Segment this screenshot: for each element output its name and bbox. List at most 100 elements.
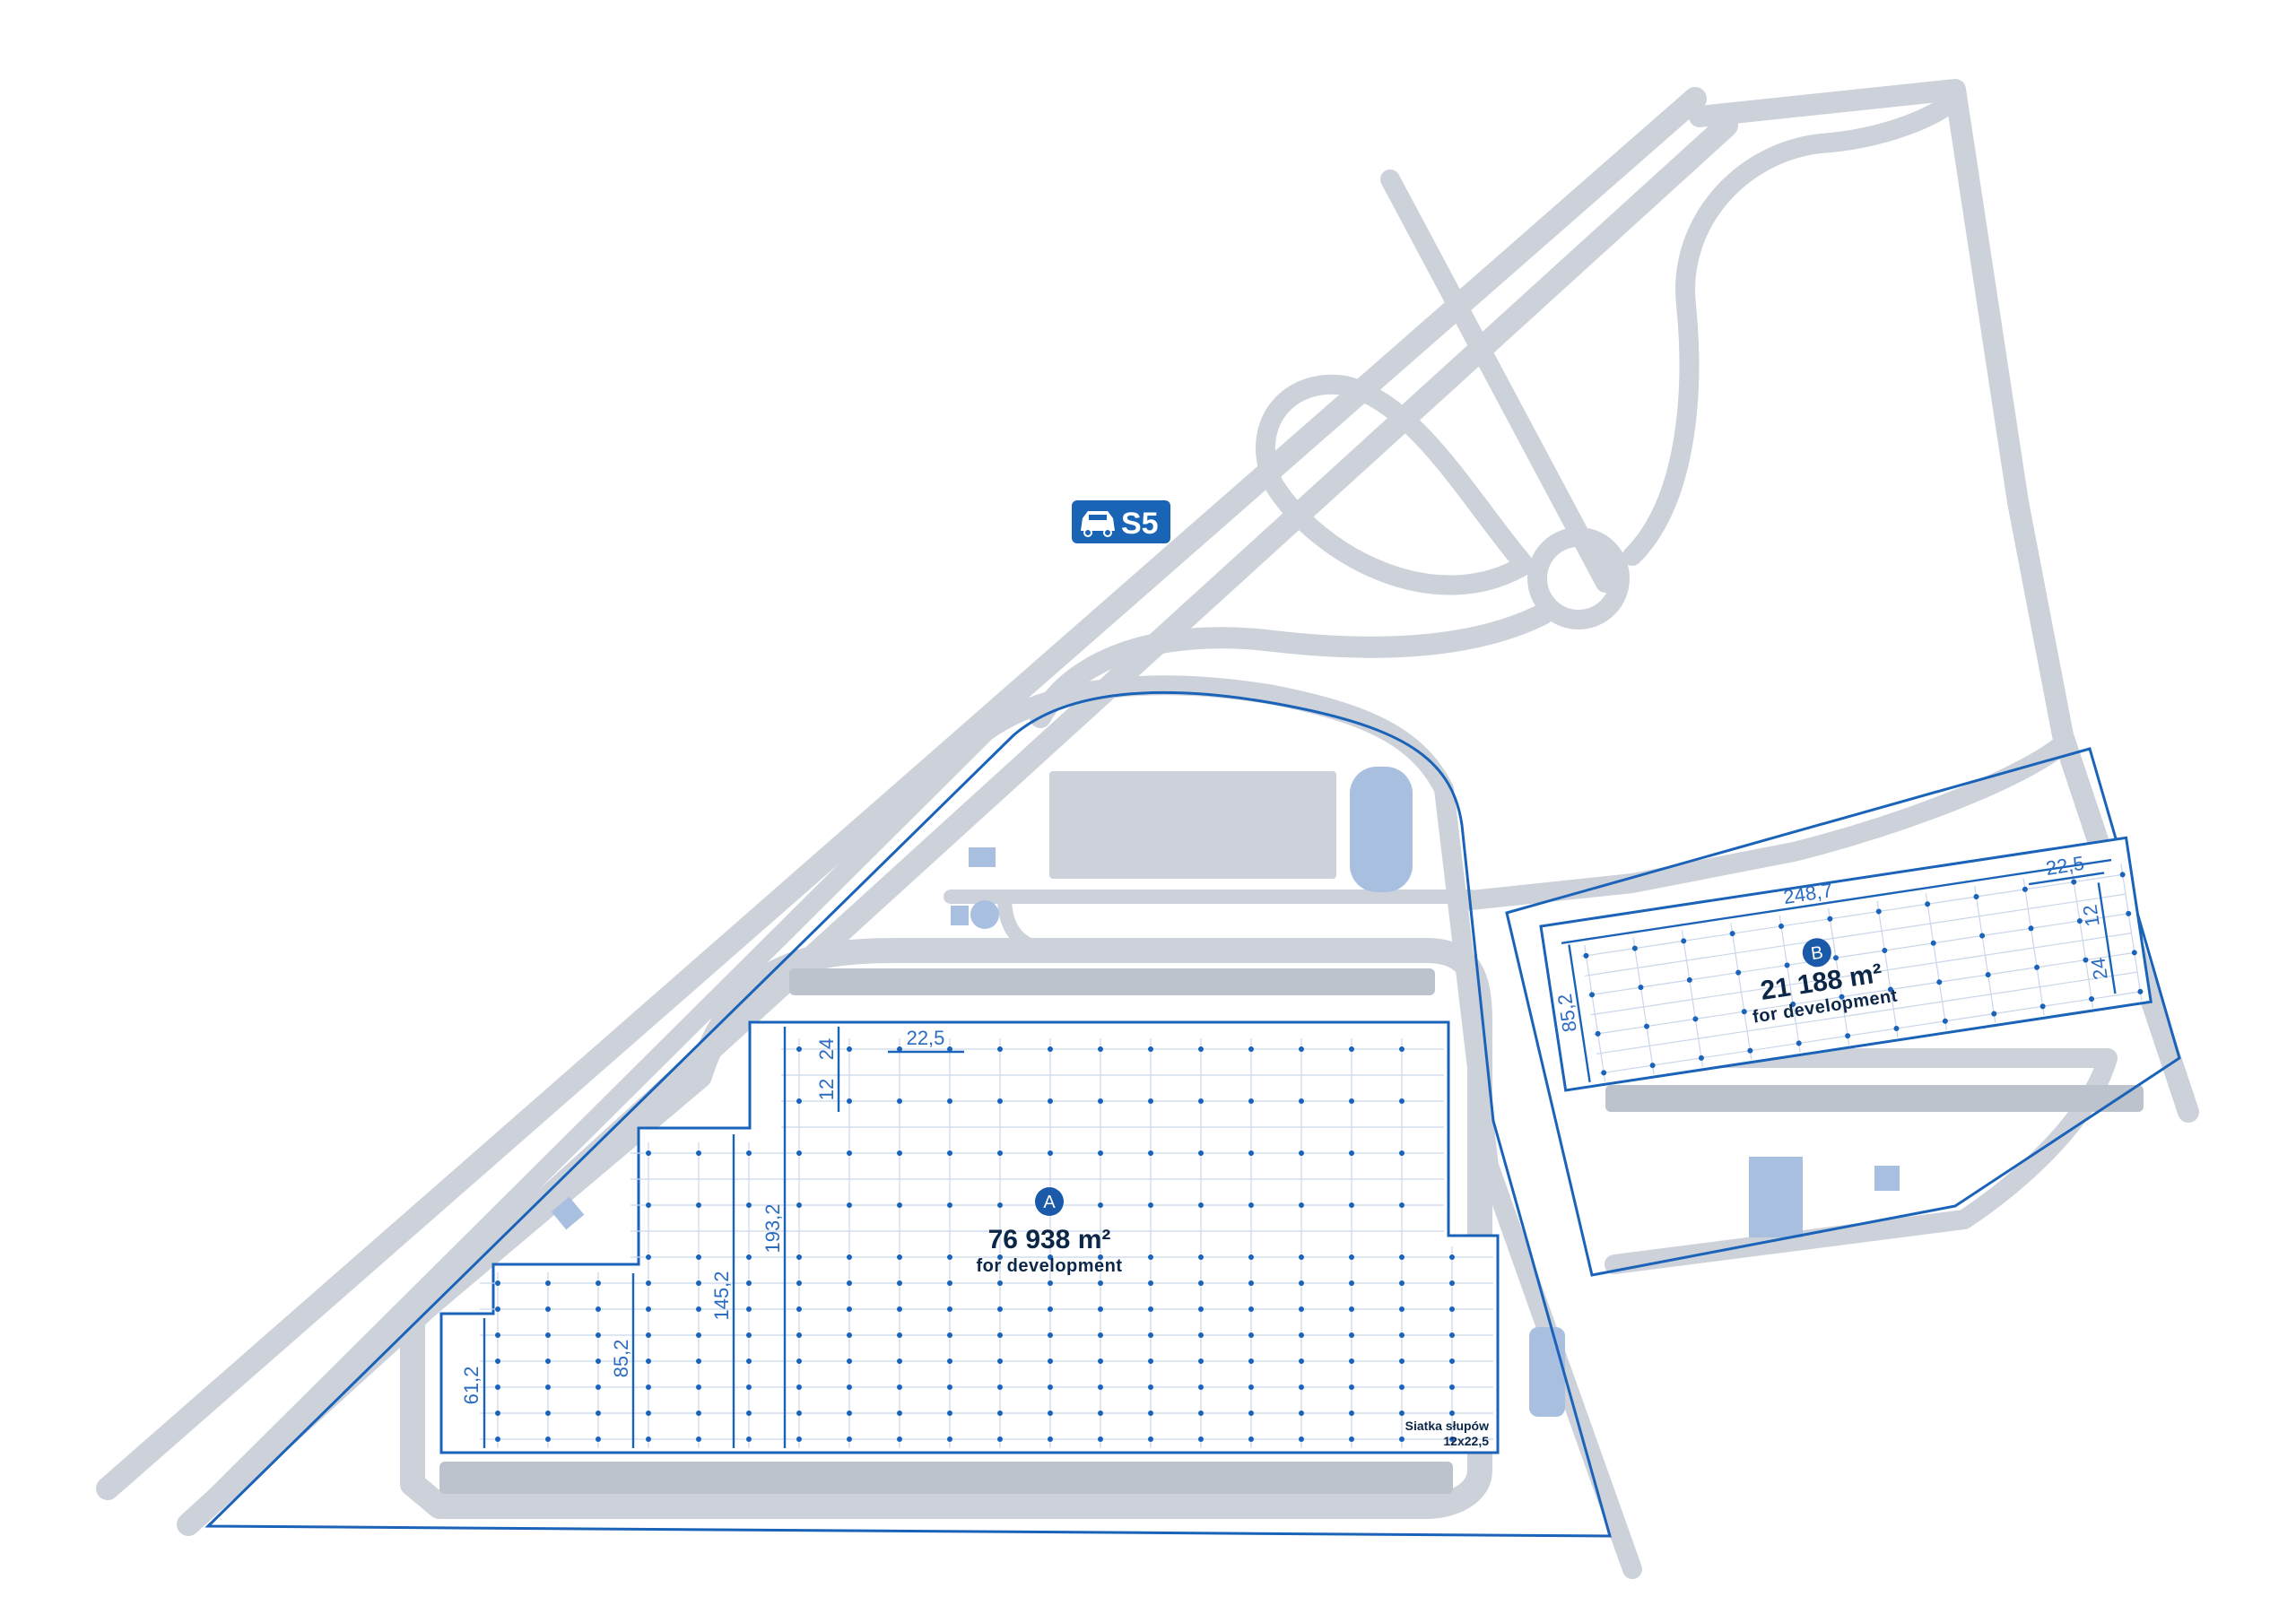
column-dot [696,1280,701,1286]
column-dot [1832,955,1839,961]
column-dot [2119,872,2126,878]
column-dot [1048,1332,1053,1338]
column-dot [1638,985,1644,991]
column-dot [646,1358,651,1364]
column-dot [1583,952,1589,959]
column-dot [696,1202,701,1208]
column-dot [897,1358,902,1364]
column-dot [1048,1150,1053,1156]
column-dot [1399,1384,1405,1390]
column-dot [1349,1384,1354,1390]
column-dot [1098,1254,1103,1260]
column-dot [746,1150,752,1156]
column-dot [1098,1436,1103,1442]
grid-note-value: 12x22,5 [1443,1434,1489,1448]
grid-line-h [1593,951,2135,1036]
column-dot [847,1436,852,1442]
column-dot [1779,923,1785,929]
small-building-1 [969,847,996,867]
column-dot [1449,1254,1455,1260]
road-connector-b [1452,734,2073,911]
column-dot [997,1202,1003,1208]
column-dot [1449,1358,1455,1364]
grid-line-v [1827,907,1850,1046]
road-service-loop-a [400,938,1492,1519]
column-dot [1098,1306,1103,1312]
column-dot [997,1332,1003,1338]
column-dot [1148,1280,1153,1286]
plot-a-outline [439,1020,1500,1454]
column-dot [1048,1280,1053,1286]
column-dot [1198,1436,1204,1442]
column-dot [897,1436,902,1442]
column-dot [1299,1046,1304,1052]
column-dot [796,1202,802,1208]
column-dot [1098,1332,1103,1338]
plot-a-subtitle: for development [976,1256,1122,1276]
column-dot [847,1332,852,1338]
column-dot [1248,1150,1254,1156]
column-dot [696,1332,701,1338]
column-dot [545,1306,551,1312]
plot-b: 248,7 22,5 85,2 12 24 B 21 188 m² for de… [1539,836,2152,1092]
plot-a: 61,2 85,2 145,2 193,2 24 12 22,5 A 76 93… [439,1020,1500,1454]
column-dot [997,1046,1003,1052]
column-dot [796,1150,802,1156]
column-dot [1845,1033,1851,1039]
road-access-roundabout [1030,603,1553,728]
column-dot [1399,1280,1405,1286]
column-dot [1698,1055,1704,1061]
column-dot [1349,1306,1354,1312]
column-dot [1299,1384,1304,1390]
grid-line-v [1632,937,1655,1075]
road-ring-plot-a [187,675,1642,1579]
column-dot [1942,1018,1948,1024]
column-dot [1893,1025,1900,1031]
column-dot [495,1358,500,1364]
dim-a-85: 85,2 [610,1340,632,1378]
column-dot [1349,1150,1354,1156]
column-dot [1248,1332,1254,1338]
column-dot [796,1280,802,1286]
column-dot [1148,1098,1153,1104]
column-dot [646,1202,651,1208]
dim-a-24: 24 [815,1038,838,1060]
retention-pond-south [1529,1327,1565,1417]
column-dot [1349,1410,1354,1416]
column-dot [997,1306,1003,1312]
column-dot [646,1150,651,1156]
column-dot [545,1332,551,1338]
column-dot [947,1254,952,1260]
column-dot [796,1254,802,1260]
ancillary-buildings [439,767,2144,1494]
column-dot [495,1306,500,1312]
column-dot [1827,916,1833,922]
column-dot [1248,1410,1254,1416]
column-dot [696,1384,701,1390]
column-dot [495,1384,500,1390]
road-internal-link [997,890,1065,958]
column-dot [1973,894,1979,900]
roundabout [1527,527,1630,629]
small-building-2 [951,906,969,925]
column-dot [997,1436,1003,1442]
column-dot [1148,1358,1153,1364]
column-dot [947,1306,952,1312]
column-dot [796,1306,802,1312]
plot-b-column-grid [1581,864,2144,1082]
column-dot [1449,1410,1455,1416]
small-building-3 [1874,1166,1900,1191]
column-dot [2131,950,2137,956]
column-dot [746,1410,752,1416]
column-dot [646,1306,651,1312]
column-dot [1631,945,1638,951]
column-dot [696,1358,701,1364]
column-dot [1198,1202,1204,1208]
column-dot [1048,1306,1053,1312]
column-dot [596,1384,601,1390]
road-yard-plot-b [1578,1048,2118,1274]
road-network [96,79,2199,1579]
column-dot [1048,1046,1053,1052]
column-dot [1299,1306,1304,1312]
column-dot [1399,1202,1405,1208]
